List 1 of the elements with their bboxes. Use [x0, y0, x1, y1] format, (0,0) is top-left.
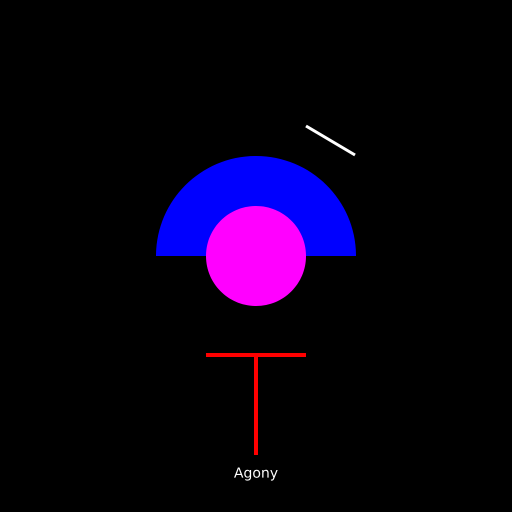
caption-text: Agony — [234, 467, 278, 481]
